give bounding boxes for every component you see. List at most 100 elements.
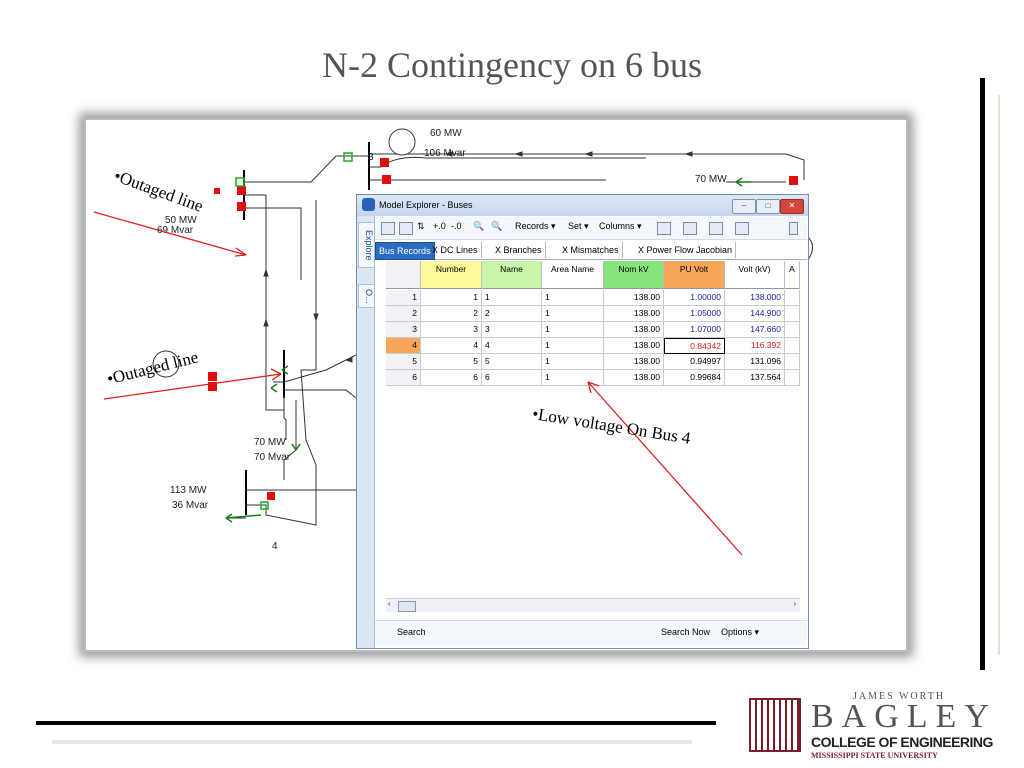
tab-strip: Bus Records X DC Lines X Branches X Mism… [375, 241, 807, 260]
load-mid-mw-label: 70 MW [254, 437, 286, 448]
row-number[interactable]: 5 [386, 354, 421, 370]
cell-volt-kv[interactable]: 147.660 [725, 322, 785, 338]
column-header-number[interactable]: Number [421, 261, 482, 289]
cell-name[interactable]: 6 [482, 370, 542, 386]
close-button[interactable]: ✕ [780, 199, 804, 214]
cell-number[interactable]: 3 [421, 322, 482, 338]
cell-name[interactable]: 2 [482, 306, 542, 322]
cell-pu-volt[interactable]: 1.05000 [664, 306, 725, 322]
cell-area-name[interactable]: 1 [542, 370, 604, 386]
cell-nom-kv[interactable]: 138.00 [604, 354, 664, 370]
load-right-mw-label: 70 MW [695, 174, 727, 185]
minimize-button[interactable]: – [732, 199, 756, 214]
cell-volt-kv[interactable]: 137.564 [725, 370, 785, 386]
decimal-increase-icon[interactable]: +.0 [433, 221, 446, 231]
logo-line-james-worth: JAMES WORTH [853, 691, 946, 702]
horizontal-scrollbar[interactable]: ‹ › [386, 598, 800, 612]
cell-volt-kv[interactable]: 116.392 [725, 338, 785, 354]
cell-number[interactable]: 5 [421, 354, 482, 370]
cell-nom-kv[interactable]: 138.00 [604, 322, 664, 338]
cell-name[interactable]: 4 [482, 338, 542, 354]
bus4-label: 4 [272, 541, 278, 552]
tab-power-flow-jacobian[interactable]: X Power Flow Jacobian [635, 242, 737, 258]
grid-view-icon[interactable] [381, 222, 395, 235]
find-icon[interactable]: 🔍 [473, 221, 485, 231]
cell-volt-kv[interactable]: 138.000 [725, 290, 785, 306]
cell-a[interactable] [785, 290, 800, 306]
side-panel: Explore O... [357, 216, 375, 648]
cell-nom-kv[interactable]: 138.00 [604, 370, 664, 386]
row-number[interactable]: 6 [386, 370, 421, 386]
maximize-button[interactable]: □ [756, 199, 780, 214]
cell-number[interactable]: 1 [421, 290, 482, 306]
row-number[interactable]: 1 [386, 290, 421, 306]
cell-name[interactable]: 3 [482, 322, 542, 338]
records-menu[interactable]: Records ▾ [515, 221, 556, 231]
toolbar-overflow-icon[interactable] [789, 222, 798, 235]
cell-area-name[interactable]: 1 [542, 306, 604, 322]
row-number[interactable]: 4 [386, 338, 421, 354]
search-label[interactable]: Search [397, 627, 426, 637]
cell-a[interactable] [785, 322, 800, 338]
cell-number[interactable]: 2 [421, 306, 482, 322]
column-header-nom-kv[interactable]: Nom kV [604, 261, 664, 289]
cell-a[interactable] [785, 370, 800, 386]
window-titlebar[interactable]: Model Explorer - Buses – □ ✕ [357, 195, 808, 216]
cell-name[interactable]: 5 [482, 354, 542, 370]
cell-nom-kv[interactable]: 138.00 [604, 290, 664, 306]
cell-pu-volt[interactable]: 0.99684 [664, 370, 725, 386]
tab-bus-records[interactable]: Bus Records [375, 242, 435, 260]
sort-icon[interactable]: ⇅ [417, 221, 425, 231]
options-menu[interactable]: Options ▾ [721, 627, 760, 637]
side-tab-explore[interactable]: Explore [358, 222, 375, 268]
load-bottom-mw-label: 113 MW [170, 485, 207, 496]
table-icon[interactable] [399, 222, 413, 235]
cell-area-name[interactable]: 1 [542, 290, 604, 306]
bus-records-table[interactable]: Number Name Area Name Nom kV PU Volt Vol… [386, 261, 800, 388]
cell-name[interactable]: 1 [482, 290, 542, 306]
cell-area-name[interactable]: 1 [542, 322, 604, 338]
cell-a[interactable] [785, 338, 800, 354]
cell-pu-volt[interactable]: 1.07000 [664, 322, 725, 338]
cell-a[interactable] [785, 354, 800, 370]
row-number[interactable]: 2 [386, 306, 421, 322]
cell-pu-volt-active[interactable]: 0.84342 [664, 338, 725, 354]
cell-a[interactable] [785, 306, 800, 322]
columns-menu[interactable]: Columns ▾ [599, 221, 642, 231]
column-header-area-name[interactable]: Area Name [542, 261, 604, 289]
scroll-left-icon[interactable]: ‹ [388, 599, 391, 608]
row-number[interactable]: 3 [386, 322, 421, 338]
cell-nom-kv[interactable]: 138.00 [604, 306, 664, 322]
column-header-volt-kv[interactable]: Volt (kV) [725, 261, 785, 289]
table-options-icon[interactable] [735, 222, 749, 235]
cell-volt-kv[interactable]: 131.096 [725, 354, 785, 370]
cell-volt-kv[interactable]: 144.900 [725, 306, 785, 322]
options-grid-icon[interactable] [657, 222, 671, 235]
side-tab-other[interactable]: O... [358, 284, 375, 308]
gen-top-mvar-label: 106 Mvar [424, 148, 466, 159]
scroll-thumb[interactable] [398, 601, 416, 612]
cell-number[interactable]: 4 [421, 338, 482, 354]
cell-number[interactable]: 6 [421, 370, 482, 386]
column-header-pu-volt[interactable]: PU Volt [664, 261, 725, 289]
cell-nom-kv[interactable]: 138.00 [604, 338, 664, 354]
column-header-name[interactable]: Name [482, 261, 542, 289]
find-next-icon[interactable]: 🔍 [491, 221, 503, 231]
scroll-right-icon[interactable]: › [793, 599, 796, 608]
decimal-decrease-icon[interactable]: -.0 [451, 221, 462, 231]
tab-mismatches[interactable]: X Mismatches [559, 242, 623, 258]
advanced-filter-icon[interactable] [709, 222, 723, 235]
set-menu[interactable]: Set ▾ [568, 221, 589, 231]
filter-icon[interactable] [683, 222, 697, 235]
cell-area-name[interactable]: 1 [542, 354, 604, 370]
cell-pu-volt[interactable]: 1.00000 [664, 290, 725, 306]
window-title: Model Explorer - Buses [379, 200, 473, 210]
tab-branches[interactable]: X Branches [492, 242, 546, 258]
column-header-a[interactable]: A [785, 261, 800, 289]
tab-dc-lines[interactable]: X DC Lines [429, 242, 482, 258]
cell-pu-volt[interactable]: 0.94997 [664, 354, 725, 370]
gen-top-mw-label: 60 MW [430, 128, 462, 139]
search-now-button[interactable]: Search Now [661, 627, 711, 637]
slide-title: N-2 Contingency on 6 bus [322, 45, 702, 85]
cell-area-name[interactable]: 1 [542, 338, 604, 354]
